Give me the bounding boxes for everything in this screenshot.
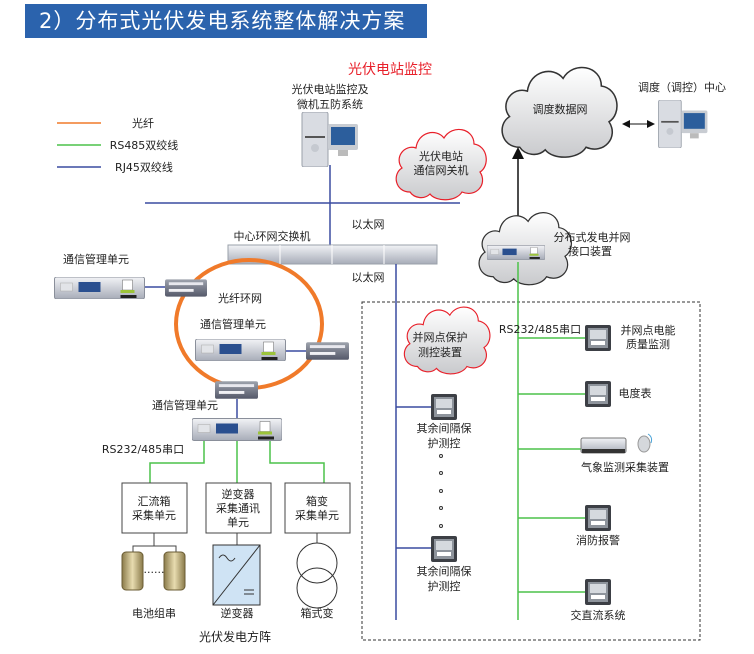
transformer-icon — [296, 542, 338, 609]
protection-label-2: 测控装置 — [418, 345, 462, 359]
combiner-box — [121, 482, 188, 534]
monitor-computer-icon — [301, 112, 359, 167]
bay-protection-device-icon — [431, 536, 457, 562]
ethernet-label-top: 以太网 — [352, 218, 385, 231]
power-quality-label: 质量监测 — [626, 338, 670, 351]
box-label: 单元 — [227, 516, 249, 529]
bay-protection-label: 其余间隔保 — [417, 421, 472, 435]
box-label: 汇流箱 — [138, 494, 171, 508]
serial-port-label-right: RS232/485串口 — [499, 323, 581, 336]
substation-area — [361, 301, 701, 641]
power-quality-meter-icon — [585, 325, 611, 351]
ring-switch-icon — [306, 342, 349, 360]
box-transformer-label: 箱式变 — [301, 606, 334, 620]
box-label: 采集单元 — [132, 508, 176, 522]
bay-protection-label: 护测控 — [428, 579, 461, 593]
legend-rj45-label: RJ45双绞线 — [115, 160, 173, 174]
comm-unit-device-icon — [192, 418, 282, 441]
monitor-label-1: 光伏电站监控及 — [292, 82, 369, 96]
inverter-label: 逆变器 — [221, 606, 254, 620]
grid-interface-label-2: 接口装置 — [568, 245, 612, 258]
protection-cloud: 并网点保护 测控装置 — [403, 306, 491, 375]
acdc-system-device-icon — [585, 579, 611, 605]
monitor-label-2: 微机五防系统 — [297, 97, 363, 111]
weather-station-label: 气象监测采集装置 — [581, 460, 669, 474]
rs485-links — [149, 441, 325, 483]
legend-fiber-label: 光纤 — [132, 116, 154, 130]
fiber-ring-label: 光纤环网 — [218, 291, 262, 305]
legend-rs485-label: RS485双绞线 — [110, 138, 179, 152]
gateway-label-2: 通信网关机 — [414, 163, 469, 177]
dispatch-cloud: 调度数据网 — [501, 66, 618, 158]
grid-interface-device-icon — [487, 244, 545, 261]
energy-meter-label: 电度表 — [619, 386, 652, 400]
weather-station-icon — [580, 433, 653, 454]
station-title: 光伏电站监控 — [348, 62, 432, 78]
ellipsis-dots — [439, 454, 443, 528]
battery-string-label: 电池组串 — [132, 606, 176, 620]
acdc-system-label: 交直流系统 — [571, 608, 626, 622]
bay-protection-label: 其余间隔保 — [417, 564, 472, 578]
bay-protection-device-icon — [431, 394, 457, 420]
core-switch — [227, 244, 438, 265]
gateway-label-1: 光伏电站 — [419, 149, 463, 163]
battery-icon — [121, 551, 144, 591]
inverter-comm-box — [205, 482, 272, 534]
energy-meter-icon — [585, 381, 611, 407]
comm-unit-label-3: 通信管理单元 — [152, 398, 218, 412]
comm-unit-label-2: 通信管理单元 — [200, 317, 266, 331]
bay-protection-label: 护测控 — [428, 436, 461, 450]
fire-alarm-label: 消防报警 — [576, 533, 620, 547]
box-label: 箱变 — [306, 494, 328, 508]
box-label: 采集单元 — [295, 508, 339, 522]
box-label: 逆变器 — [222, 487, 255, 501]
comm-unit-label-1: 通信管理单元 — [63, 252, 129, 266]
dispatch-cloud-label: 调度数据网 — [533, 102, 588, 116]
serial-port-label-left: RS232/485串口 — [102, 443, 184, 456]
ethernet-label-bottom: 以太网 — [352, 271, 385, 284]
grid-interface-cloud: 分布式发电并网 接口装置 — [478, 211, 631, 286]
comm-unit-device-icon — [54, 277, 145, 299]
ring-switch-icon — [215, 381, 258, 399]
battery-dots: ...... — [144, 563, 165, 576]
grid-interface-label-1: 分布式发电并网 — [554, 230, 631, 244]
page-title: 2）分布式光伏发电系统整体解决方案 — [25, 4, 427, 38]
comm-unit-device-icon — [195, 339, 286, 361]
battery-icon — [163, 551, 186, 591]
legend: 光纤 RS485双绞线 RJ45双绞线 — [57, 116, 178, 174]
fire-alarm-device-icon — [585, 505, 611, 531]
dispatch-computer-icon — [658, 100, 708, 148]
power-quality-label: 并网点电能 — [621, 323, 676, 337]
box-label: 采集通讯 — [216, 501, 260, 515]
box-transformer-unit — [284, 482, 351, 534]
core-switch-label: 中心环网交换机 — [234, 229, 311, 243]
protection-label-1: 并网点保护 — [413, 330, 468, 344]
array-title: 光伏发电方阵 — [199, 629, 271, 644]
ring-switch-icon — [165, 279, 207, 297]
inverter-icon — [212, 544, 261, 606]
gateway-cloud: 光伏电站 通信网关机 — [395, 128, 487, 201]
dispatch-center-label: 调度（调控）中心 — [638, 80, 726, 94]
